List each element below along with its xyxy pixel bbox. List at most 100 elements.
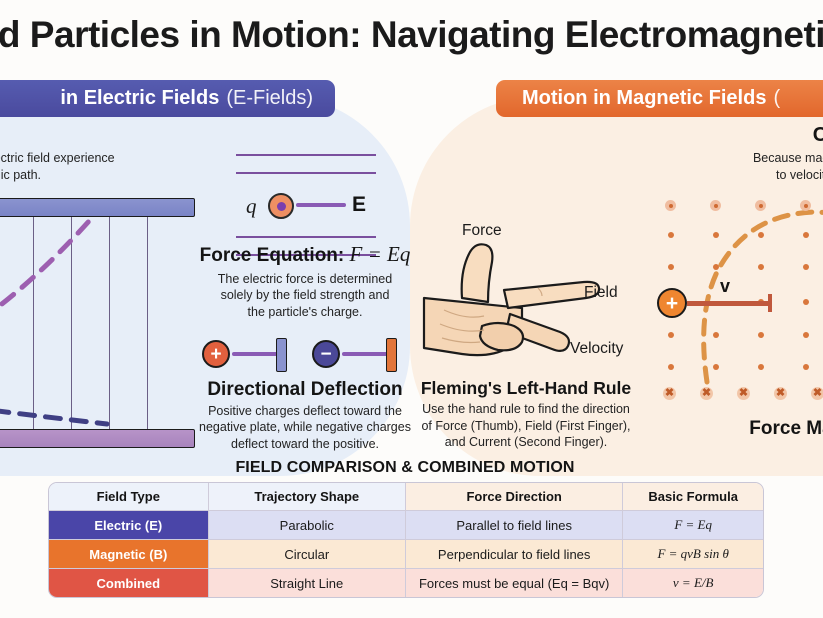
efield-vector-rod: [296, 203, 346, 208]
fleming-desc-line3: and Current (Second Finger).: [444, 435, 608, 449]
magnetic-header-main: Motion in Magnetic Fields: [522, 87, 767, 109]
moving-charge-icon: +: [657, 288, 687, 318]
fragment-formula: q: [772, 486, 823, 509]
positive-plate-icon: [386, 338, 397, 372]
page-title: d Particles in Motion: Navigating Electr…: [0, 14, 823, 55]
efield-vector-label: E: [352, 193, 367, 216]
row-formula-magnetic: F = qvB sin θ: [623, 540, 763, 569]
right-edge-fragment: q Fo mov m: [772, 486, 823, 569]
row-direction-electric: Parallel to field lines: [405, 511, 624, 540]
capacitor-top-plate: [0, 198, 195, 217]
field-dot-icon: [668, 364, 674, 370]
trajectory-curves: [0, 217, 110, 427]
capacitor-bottom-plate: [0, 429, 195, 448]
field-dot-icon: [668, 264, 674, 270]
electric-header-sub: (E-Fields): [226, 87, 313, 109]
fleming-desc-line2: of Force (Thumb), Field (First Finger),: [421, 418, 631, 433]
efield-line: [236, 154, 376, 157]
fleming-rule-block: Fleming's Left-Hand Rule Use the hand ru…: [410, 378, 642, 451]
force-equation-formula: F = Eq: [349, 242, 411, 266]
field-dot-icon: [758, 364, 764, 370]
deflection-desc-line3: deflect toward the positive.: [231, 436, 379, 451]
field-dot-icon: [668, 232, 674, 238]
field-cross-icon: ✖: [811, 387, 823, 400]
force-desc-line1: The electric force is determined: [217, 272, 393, 286]
table-row: Combined Straight Line Forces must be eq…: [49, 569, 763, 597]
electric-desc-line2: ng in a parabolic path.: [0, 167, 42, 182]
electric-desc: h a uniform electric field experience ng…: [0, 150, 238, 183]
field-dot-icon: [665, 200, 676, 211]
force-equation-desc: The electric force is determined solely …: [190, 271, 420, 320]
magnetic-intro-block: C Because magnetic force to velocity, it…: [655, 124, 823, 183]
table-header-trajectory: Trajectory Shape: [208, 483, 406, 511]
field-dot-icon: [758, 264, 764, 270]
electric-panel-background: [0, 96, 410, 476]
field-dot-icon: [803, 332, 809, 338]
force-equation-block: Force Equation: F = Eq The electric forc…: [190, 242, 420, 320]
magnetic-desc: Because magnetic force to velocity, it a…: [655, 150, 823, 183]
circular-path-curve: [701, 209, 823, 385]
row-label-combined: Combined: [49, 569, 209, 597]
row-direction-magnetic: Perpendicular to field lines: [405, 540, 624, 569]
fleming-desc-line1: Use the hand rule to find the direction: [422, 402, 630, 416]
row-trajectory-magnetic: Circular: [208, 540, 406, 569]
force-desc-line2: solely by the field strength and: [220, 288, 390, 303]
field-into-page-row: ✖ ✖ ✖ ✖ ✖: [655, 387, 823, 407]
efield-line: [236, 172, 376, 175]
force-magnitude-title: Force Magnitud: [749, 418, 823, 439]
deflection-rod-positive: [232, 352, 278, 357]
field-line: [109, 217, 111, 429]
row-formula-combined: v = E/B: [623, 569, 763, 597]
row-trajectory-electric: Parabolic: [208, 511, 406, 540]
row-direction-combined: Forces must be equal (Eq = Bqv): [405, 569, 624, 597]
field-cross-icon: ✖: [774, 387, 787, 400]
efield-line: [236, 254, 376, 257]
velocity-vector-label: v: [720, 276, 731, 296]
field-dot-icon: [713, 364, 719, 370]
efield-line: [236, 236, 376, 239]
field-line: [147, 217, 149, 429]
electric-section-header: in Electric Fields (E-Fields): [0, 80, 335, 117]
force-magnitude-block: Force Magnitud: [660, 418, 823, 440]
positive-charge-icon: +: [202, 340, 230, 368]
row-trajectory-combined: Straight Line: [208, 569, 406, 597]
field-dot-icon: [713, 264, 719, 270]
deflection-title: Directional Deflection: [207, 379, 403, 400]
magnetic-field-diagram: + v: [655, 196, 823, 386]
magnetic-section-header: Motion in Magnetic Fields (: [496, 80, 823, 117]
charge-particle-icon: [268, 193, 294, 219]
left-hand-rule-diagram: Force Field Velocity: [418, 222, 633, 386]
row-formula-electric: F = Eq: [623, 511, 763, 540]
field-dot-icon: [713, 232, 719, 238]
table-row: Magnetic (B) Circular Perpendicular to f…: [49, 540, 763, 569]
field-dot-icon: [758, 232, 764, 238]
field-cross-icon: ✖: [700, 387, 713, 400]
field-cross-icon: ✖: [737, 387, 750, 400]
efield-inset-diagram: q E: [228, 152, 388, 257]
deflection-desc-line2: negative plate, while negative charges: [199, 420, 411, 435]
field-dot-icon: [755, 200, 766, 211]
negative-plate-icon: [276, 338, 287, 372]
deflection-rod-negative: [342, 352, 388, 357]
field-dot-icon: [713, 332, 719, 338]
force-label: Force: [462, 222, 502, 239]
field-dot-icon: [803, 299, 809, 305]
field-label: Field: [584, 284, 618, 301]
velocity-vector-arrow: [687, 294, 772, 311]
table-header-row: Field Type Trajectory Shape Force Direct…: [49, 483, 763, 511]
force-equation-line: Force Equation: F = Eq: [190, 242, 420, 267]
field-dot-icon: [800, 200, 811, 211]
field-dot-icon: [803, 232, 809, 238]
field-dot-icon: [758, 332, 764, 338]
velocity-label: Velocity: [570, 340, 624, 357]
electric-header-main: in Electric Fields: [60, 87, 220, 109]
field-line: [71, 217, 73, 429]
magnetic-desc-line2: to velocity, it act: [776, 167, 823, 182]
force-desc-line3: the particle's charge.: [247, 304, 363, 319]
row-label-electric: Electric (E): [49, 511, 209, 540]
parabolic-trajectories-heading: ectories: [0, 124, 238, 147]
table-header-field-type: Field Type: [49, 483, 209, 511]
field-comparison-table: Field Type Trajectory Shape Force Direct…: [48, 482, 764, 598]
table-header-direction: Force Direction: [405, 483, 624, 511]
